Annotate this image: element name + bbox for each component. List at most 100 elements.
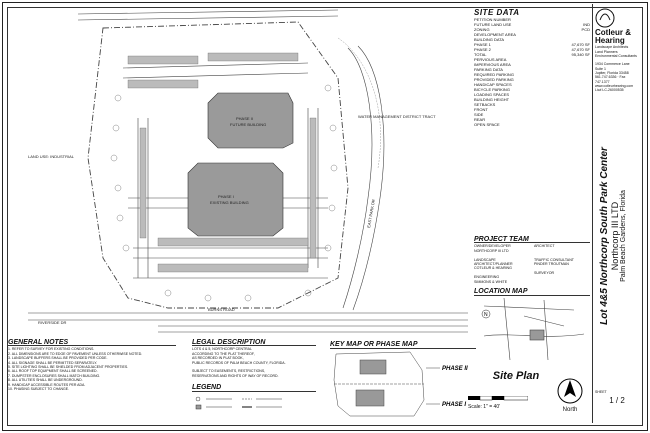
location-map-title: LOCATION MAP (474, 288, 590, 296)
site-plan-title: Site Plan (492, 370, 540, 382)
phase-1-key-label: PHASE I (442, 402, 466, 408)
legal-line: RESERVATIONS AND RIGHTS OF WAY OF RECORD… (192, 373, 279, 378)
site-data-label: BUILDING DATA (474, 37, 505, 42)
key-map-title: KEY MAP OR PHASE MAP (330, 341, 476, 349)
sheet-number-box: SHEET 1 / 2 (595, 390, 639, 420)
site-data-row: FUTURE LAND USE IND (474, 22, 590, 27)
location-map-north-label: N (484, 312, 488, 318)
phase-1-label: PHASE I (218, 194, 234, 199)
site-data-label: REQUIRED PARKING (474, 72, 514, 77)
project-team-line: PINDER TROUTMAN (534, 262, 569, 267)
site-data-label: FUTURE LAND USE (474, 22, 512, 27)
site-data-label: OPEN SPACE (474, 122, 500, 127)
legal-description-title: LEGAL DESCRIPTION (192, 339, 316, 347)
site-data-label: BICYCLE PARKING (474, 87, 510, 92)
north-label: North (562, 407, 578, 413)
sheet-total: 2 (620, 396, 625, 405)
legend-panel: LEGEND (192, 384, 316, 420)
legal-line: AS RECORDED IN PLAT BOOK, (192, 356, 244, 361)
firm-info-line: 1934 Commerce Lane (595, 62, 630, 67)
site-data-row: PARKING DATA (474, 67, 590, 72)
water-management-label: WATER MANAGEMENT DISTRICT TRACT (358, 114, 436, 119)
legal-line: PUBLIC RECORDS OF PALM BEACH COUNTY, FLO… (192, 360, 286, 365)
general-notes-title: GENERAL NOTES (8, 339, 176, 347)
project-location: Palm Beach Gardens, Florida (620, 190, 627, 282)
site-data-row: BUILDING HEIGHT (474, 97, 590, 102)
scale-bar-graphic (468, 395, 529, 401)
riverside-drive-label: RIVERSIDE DR (38, 320, 67, 325)
scale-label: Scale: 1" = 40' (468, 404, 501, 410)
site-data-value: IND (583, 22, 590, 27)
general-note-line: 5. SITE LIGHTING SHALL BE SHIELDED FROM … (8, 365, 129, 370)
legend-title: LEGEND (192, 384, 316, 392)
general-note-line: 10. PHASING SUBJECT TO CHANGE. (8, 387, 70, 392)
firm-info-line: Jupiter, Florida 33458 (595, 71, 629, 76)
project-team-line: NORTHCORP III LTD (474, 248, 509, 253)
drawing-border (7, 7, 643, 426)
general-note-line: 4. ALL SIGNAGE SHALL BE PERMITTED SEPARA… (8, 360, 98, 365)
site-data-row: BUILDING DATA (474, 37, 590, 42)
north-arrow: North (553, 377, 587, 419)
project-team-line: ARCHITECT (534, 244, 555, 249)
phase-2-building (207, 92, 294, 149)
client-name: Northcorp III LTD (610, 201, 620, 271)
site-data-row: BICYCLE PARKING (474, 87, 590, 92)
legal-description-panel: LEGAL DESCRIPTION LOTS 4 & 5, NORTHCORP … (192, 339, 316, 381)
general-note-line: 7. DUMPSTER ENCLOSURES SHALL MATCH BUILD… (8, 373, 101, 378)
firm-info-line: Land Planners (595, 49, 618, 54)
general-note-line: 2. ALL DIMENSIONS ARE TO EDGE OF PAVEMEN… (8, 351, 143, 356)
phase-2-key-label: PHASE II (442, 366, 468, 372)
scale-bar: Scale: 1" = 40' (468, 395, 564, 410)
site-data-row: REAR (474, 117, 590, 122)
site-data-value: 47,670 SF (571, 47, 590, 52)
firm-info-line: 561.747.6336 · Fax 747.1377 (595, 75, 626, 84)
general-note-line: 9. HANDICAP ACCESSIBLE ROUTES PER ADA. (8, 382, 86, 387)
site-data-label: FRONT (474, 107, 488, 112)
property-boundary (87, 21, 349, 309)
key-map-panel: KEY MAP OR PHASE MAP PHASE II PHASE I (330, 341, 476, 421)
site-plan-drawing: PHASE II FUTURE BUILDING PHASE I EXISTIN… (28, 9, 468, 333)
sheet-label: SHEET (595, 390, 607, 394)
site-data-row: HANDICAP SPACES (474, 82, 590, 87)
site-data-row: PETITION NUMBER (474, 17, 590, 22)
project-name: Lot 4&5 Northcorp South Park Center (599, 147, 610, 325)
north-arrow-icon (557, 378, 583, 404)
site-data-label: PETITION NUMBER (474, 17, 511, 22)
site-data-row: IMPERVIOUS AREA (474, 62, 590, 67)
firm-info-line: Suite 1 (595, 66, 606, 71)
firm-info-line: www.cotleurhearing.com (595, 83, 634, 88)
firm-name: Cotleur & Hearing (595, 28, 631, 46)
site-data-label: PARKING DATA (474, 67, 503, 72)
site-data-row: FRONT (474, 107, 590, 112)
project-team-title: PROJECT TEAM (474, 236, 590, 244)
project-team-line: ENGINEERING (474, 275, 500, 280)
site-data-label: PROVIDED PARKING (474, 77, 514, 82)
site-data-label: ZONING (474, 27, 490, 32)
site-data-label: BUILDING HEIGHT (474, 97, 510, 102)
phase-1-sublabel: EXISTING BUILDING (210, 200, 249, 205)
site-data-row: PERVIOUS AREA (474, 57, 590, 62)
site-data-row: OPEN SPACE (474, 122, 590, 127)
phase-2-sublabel: FUTURE BUILDING (230, 122, 266, 127)
legend-symbols (195, 396, 282, 410)
firm-info-line: Lic# LC-26000535 (595, 88, 624, 93)
site-data-label: HANDICAP SPACES (474, 82, 512, 87)
site-data-label: PERVIOUS AREA (474, 57, 507, 62)
project-team-line: SURVEYOR (534, 270, 555, 275)
legal-line: SUBJECT TO EASEMENTS, RESTRICTIONS, (192, 369, 266, 374)
site-data-title: SITE DATA (474, 8, 520, 17)
general-notes-panel: GENERAL NOTES 1. REFER TO SURVEY FOR EXI… (8, 339, 176, 421)
project-team-line: TRAFFIC CONSULTANT (534, 257, 574, 262)
site-data-label: LOADING SPACES (474, 92, 510, 97)
site-data-row: DEVELOPMENT AREA (474, 32, 590, 37)
project-team-line: OWNER/DEVELOPER (474, 244, 511, 249)
site-data-label: PHASE 1 (474, 42, 491, 47)
